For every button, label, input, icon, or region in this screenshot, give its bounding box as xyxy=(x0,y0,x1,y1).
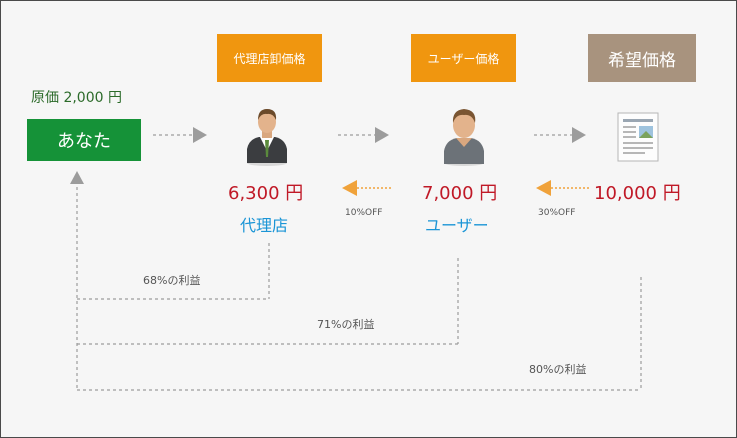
dealer-wholesale-label: 代理店卸価格 xyxy=(217,34,322,82)
discount-arrow-user-head xyxy=(342,180,357,196)
profit-bracket-arrow-head xyxy=(70,171,84,184)
profit-msrp-text: 80%の利益 xyxy=(529,363,587,376)
dealer-role-label: 代理店 xyxy=(240,216,289,235)
profit-user-text: 71%の利益 xyxy=(317,318,375,331)
arrow-user-to-msrp-head xyxy=(572,127,586,143)
dealer-price: 6,300 円 xyxy=(228,183,304,204)
price-document-icon xyxy=(617,112,659,162)
msrp-label: 希望価格 xyxy=(588,34,696,82)
profit-dealer-text: 68%の利益 xyxy=(143,274,201,287)
user-price-label: ユーザー価格 xyxy=(411,34,516,82)
arrow-dealer-to-user-head xyxy=(375,127,389,143)
user-price: 7,000 円 xyxy=(422,183,498,204)
discount-msrp-text: 30%OFF xyxy=(538,208,576,218)
you-box: あなた xyxy=(27,119,141,161)
discount-arrow-msrp-head xyxy=(536,180,551,196)
arrow-you-to-dealer-head xyxy=(193,127,207,143)
businessman-icon xyxy=(247,109,287,166)
user-role-label: ユーザー xyxy=(425,216,489,235)
user-person-icon xyxy=(444,109,484,166)
cost-price-text: 原価 2,000 円 xyxy=(31,90,122,106)
discount-user-text: 10%OFF xyxy=(345,208,383,218)
msrp-price: 10,000 円 xyxy=(594,183,681,204)
